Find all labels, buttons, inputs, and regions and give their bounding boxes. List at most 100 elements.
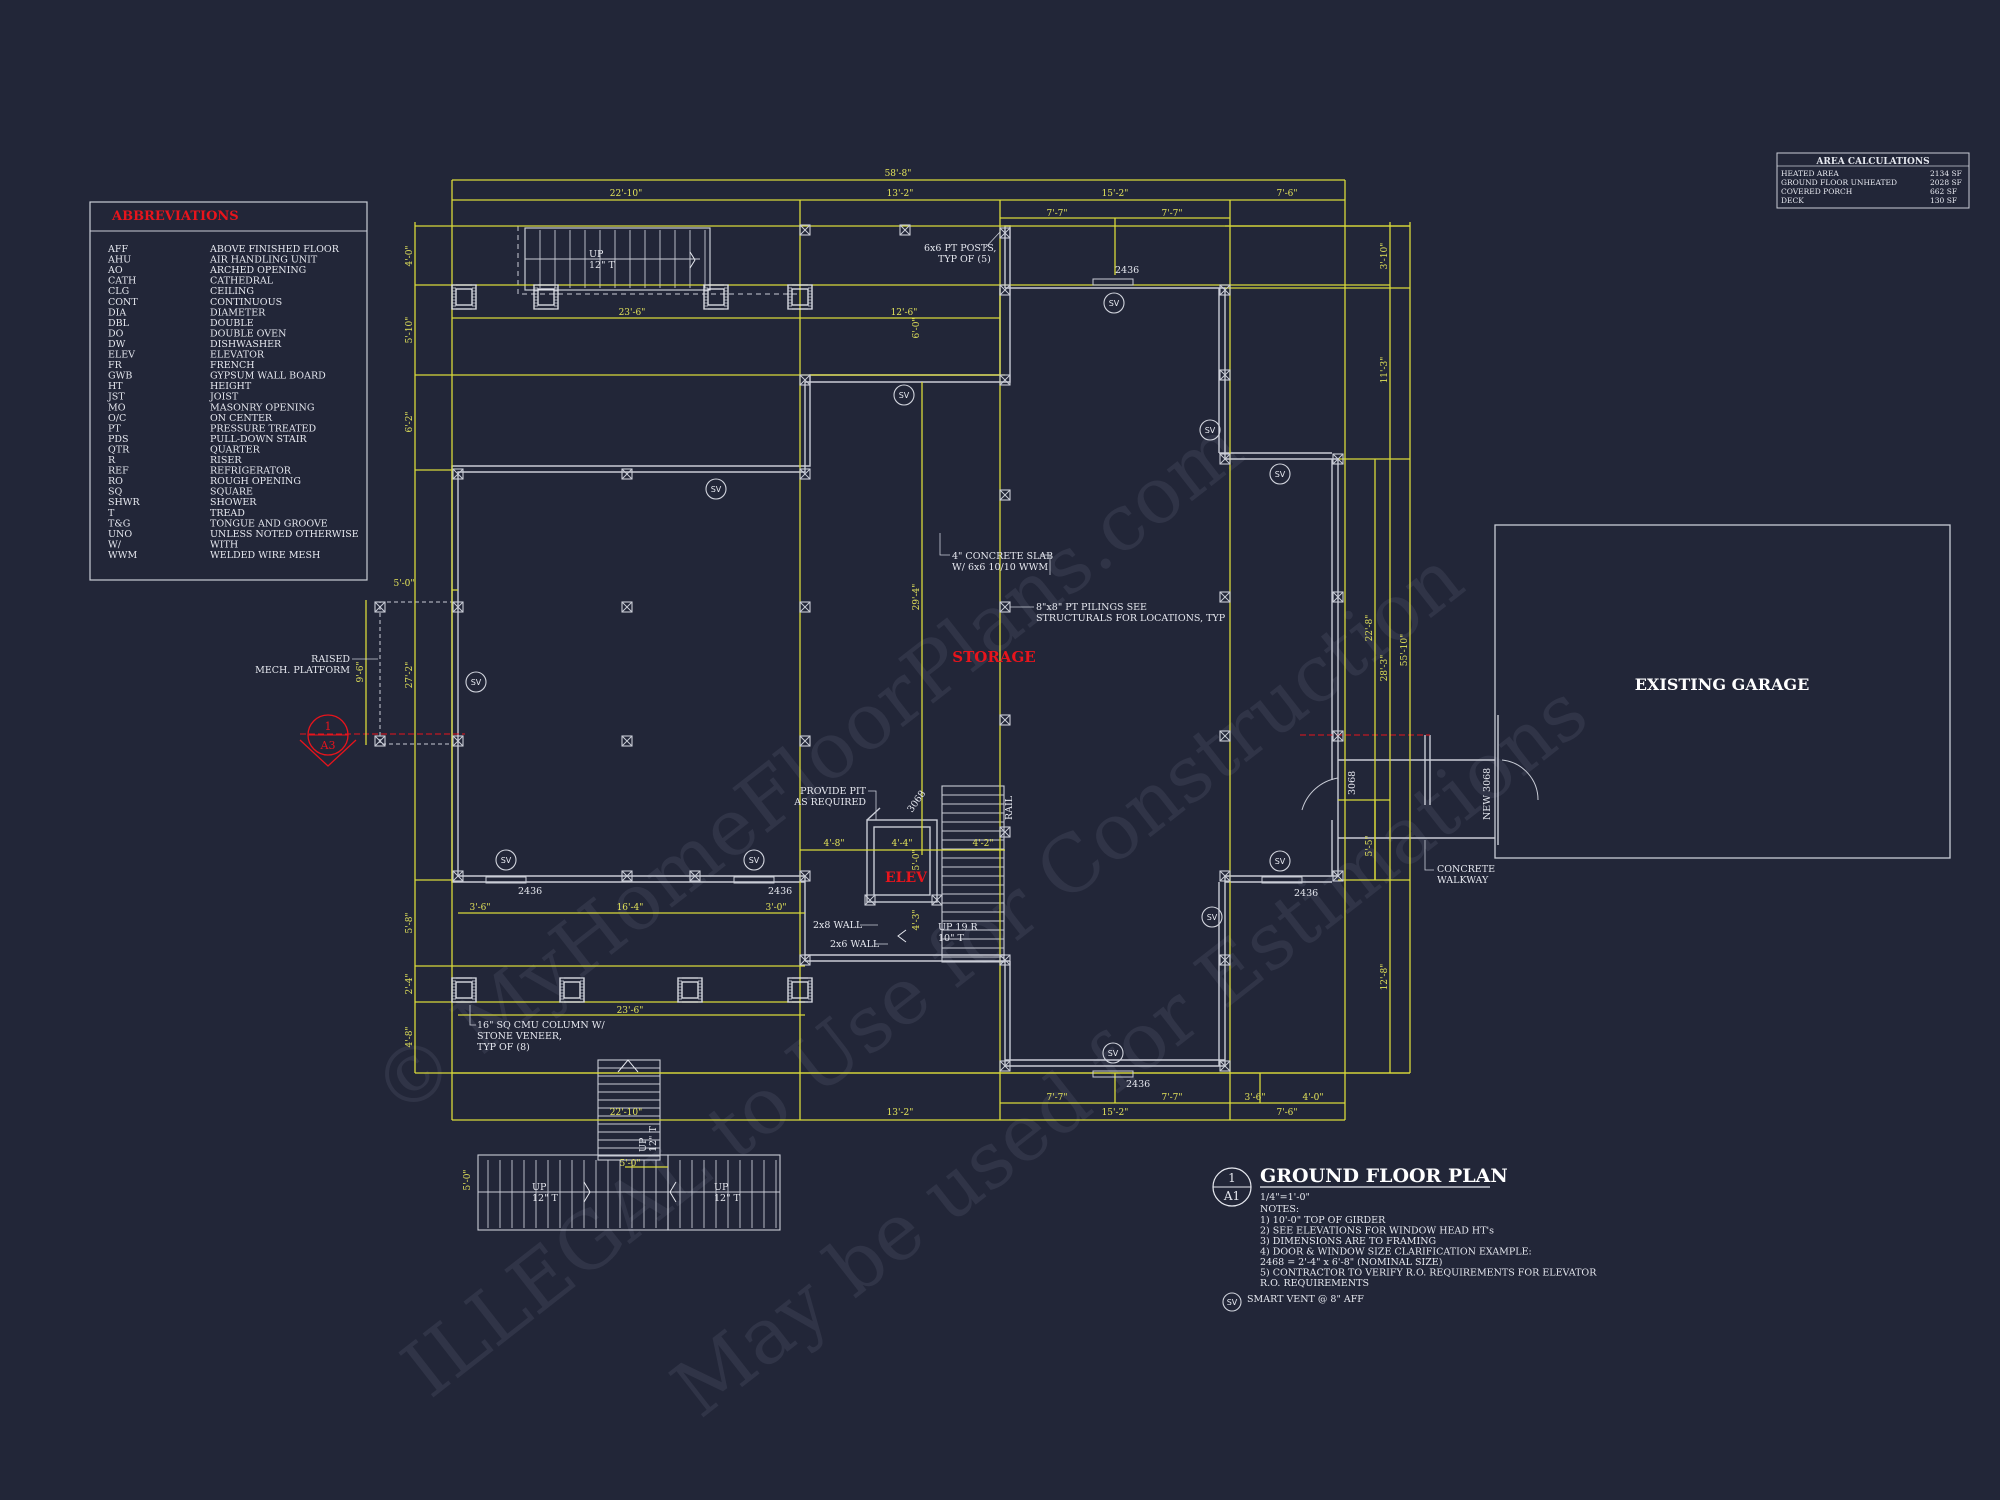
abbreviation-value: FRENCH	[210, 360, 255, 371]
note-slab: 4" CONCRETE SLAB	[952, 551, 1053, 562]
abbreviation-value: WELDED WIRE MESH	[210, 550, 320, 561]
abbreviation-key: QTR	[108, 444, 130, 455]
smart-vent-symbol: SV	[1102, 1042, 1124, 1064]
stair-up-tread: 12" T	[714, 1193, 740, 1204]
window-2436: 2436	[1092, 265, 1139, 286]
piling	[452, 735, 464, 747]
area-calc-value: 130 SF	[1930, 196, 1957, 205]
abbreviation-value: ARCHED OPENING	[209, 265, 306, 276]
svg-text:SV: SV	[1207, 913, 1218, 922]
sv-legend-icon: SV	[1222, 1292, 1242, 1312]
annotations: 6x6 PT POSTS, TYP OF (5) 4" CONCRETE SLA…	[255, 231, 1495, 1204]
dim-label: 4'-8"	[405, 1026, 415, 1047]
abbreviation-value: DIAMETER	[210, 307, 266, 318]
pilings	[374, 224, 1344, 1072]
dim-label: 7'-7"	[1161, 1093, 1182, 1103]
area-calc-value: 2134 SF	[1930, 169, 1962, 178]
smart-vent-symbol: SV	[465, 671, 487, 693]
room-label-elevator: ELEV	[885, 870, 928, 886]
piling	[1219, 870, 1231, 882]
abbreviation-value: HEIGHT	[210, 381, 252, 392]
piling	[452, 601, 464, 613]
svg-text:2436: 2436	[1126, 1079, 1150, 1090]
piling	[999, 374, 1011, 386]
abbreviation-value: CONTINUOUS	[210, 297, 282, 308]
abbreviation-value: PRESSURE TREATED	[210, 423, 316, 434]
dim-label: 55'-10"	[1400, 634, 1410, 667]
piling	[621, 870, 633, 882]
piling	[621, 468, 633, 480]
dim-label: 4'-4"	[891, 839, 912, 849]
cmu-column	[533, 284, 559, 310]
piling	[1219, 284, 1231, 296]
abbreviation-value: CEILING	[210, 286, 254, 297]
abbreviation-value: QUARTER	[210, 444, 261, 455]
cmu-column	[787, 284, 813, 310]
abbreviation-value: SHOWER	[210, 497, 257, 508]
dim-label: 22'-8"	[1365, 615, 1375, 642]
dim-label: 5'-5"	[1365, 835, 1375, 856]
dim-label: 3'-10"	[1380, 243, 1390, 270]
abbreviations-title: ABBREVIATIONS	[111, 209, 239, 224]
abbreviation-key: W/	[108, 539, 122, 550]
dim-label: 3'-6"	[1244, 1093, 1265, 1103]
cmu-column	[559, 977, 585, 1003]
plan-title: GROUND FLOOR PLAN	[1260, 1165, 1508, 1187]
dim-label: 13'-2"	[887, 1108, 914, 1118]
abbreviation-key: CATH	[108, 276, 136, 287]
note-pilings: 8"x8" PT PILINGS SEE	[1036, 602, 1147, 613]
piling	[999, 284, 1011, 296]
stair-up-label: UP	[532, 1182, 547, 1193]
dim-label: 23'-6"	[617, 1006, 644, 1016]
piling	[452, 468, 464, 480]
sv-legend-note: SMART VENT @ 8" AFF	[1247, 1294, 1364, 1305]
note-posts-2: TYP OF (5)	[938, 254, 991, 265]
abbreviation-value: JOIST	[209, 392, 239, 403]
dim-label: 22'-10"	[610, 189, 643, 199]
section-marker-sheet: A3	[320, 739, 336, 752]
dim-label: 2'-4"	[405, 973, 415, 994]
dim-label: 15'-2"	[1102, 1108, 1129, 1118]
piling	[799, 601, 811, 613]
abbreviation-key: T&G	[108, 518, 130, 529]
dim-label: 4'-0"	[1302, 1093, 1323, 1103]
area-calc-value: 662 SF	[1930, 187, 1957, 196]
dim-label: 15'-2"	[1102, 189, 1129, 199]
piling	[1332, 870, 1344, 882]
smart-vent-symbol: SV	[893, 384, 915, 406]
area-calc-label: GROUND FLOOR UNHEATED	[1781, 178, 1897, 187]
note-cmu-column-3: TYP OF (8)	[477, 1042, 530, 1053]
smart-vent-symbol: SV	[1199, 419, 1221, 441]
svg-text:SV: SV	[1109, 299, 1120, 308]
abbreviation-value: ON CENTER	[210, 413, 273, 424]
dim-label: 4'-3"	[912, 909, 922, 930]
note-raised: RAISED	[311, 654, 350, 665]
cmu-column	[787, 977, 813, 1003]
abbreviation-value: UNLESS NOTED OTHERWISE	[210, 529, 359, 540]
note-door-3068: 3068	[1347, 771, 1358, 795]
stair-up-label: UP	[638, 1137, 649, 1152]
piling	[999, 714, 1011, 726]
smart-vent-symbol: SV	[1103, 292, 1125, 314]
abbreviation-value: CATHEDRAL	[210, 276, 274, 287]
piling	[621, 601, 633, 613]
abbreviation-value: ELEVATOR	[210, 350, 265, 361]
abbreviation-value: DISHWASHER	[210, 339, 282, 350]
smart-vent-symbol: SV	[705, 478, 727, 500]
abbreviation-key: AFF	[107, 244, 128, 255]
plan-title-number: 1	[1228, 1171, 1236, 1185]
note-door-3068-elev: 3068	[905, 789, 928, 815]
svg-text:SV: SV	[1227, 1298, 1238, 1307]
piling	[799, 224, 811, 236]
dim-label: 4'-2"	[972, 839, 993, 849]
piling	[1219, 1060, 1231, 1072]
stair-up-tread: 12" T	[532, 1193, 558, 1204]
cmu-column	[451, 284, 477, 310]
piling	[799, 870, 811, 882]
plan-note: 3) DIMENSIONS ARE TO FRAMING	[1260, 1236, 1436, 1247]
abbreviation-key: R	[108, 455, 116, 466]
note-2x8-wall: 2x8 WALL	[813, 920, 863, 931]
